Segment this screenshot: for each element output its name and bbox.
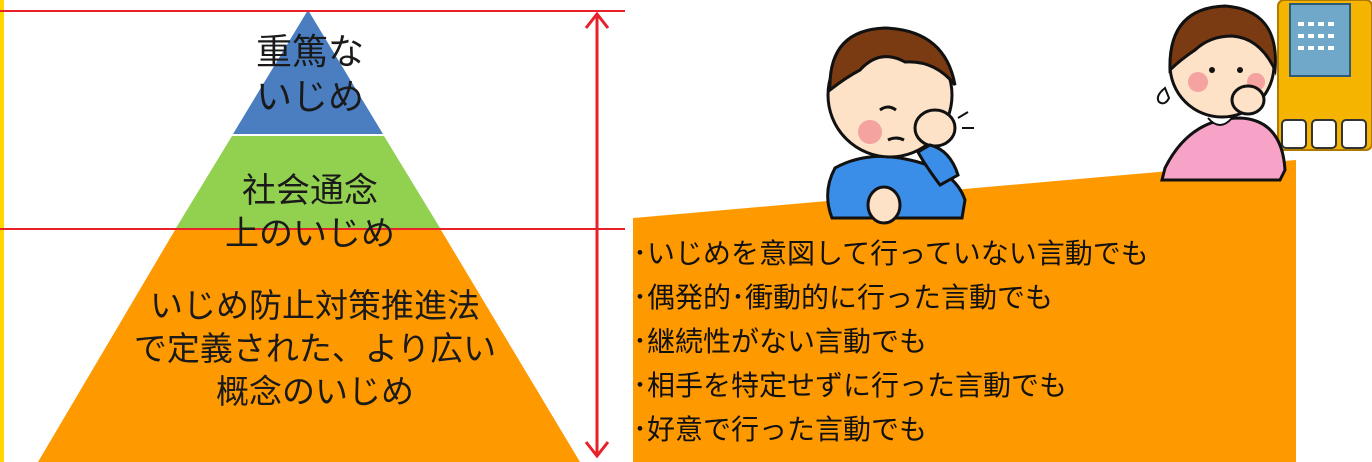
condition-item: ･継続性がない言動でも	[633, 325, 928, 358]
tier-label-legal-definition: いじめ防止対策推進法 で定義された、より広い 概念のいじめ	[70, 285, 560, 414]
conditions-list: ･いじめを意図して行っていない言動でも ･偶発的･衝動的に行った言動でも ･継続…	[633, 232, 1149, 452]
left-frame-edge	[0, 0, 4, 462]
tier-label-severe: 重篤な いじめ	[220, 30, 400, 120]
crying-boy-illustration	[826, 26, 974, 225]
conditions-panel	[633, 160, 1296, 462]
worried-girl-illustration	[1156, 4, 1287, 182]
tier-label-line: 概念のいじめ	[216, 371, 414, 411]
pyramid-tier-middle	[176, 136, 440, 228]
condition-item: ･偶発的･衝動的に行った言動でも	[633, 281, 1054, 314]
condition-item: ･相手を特定せずに行った言動でも	[633, 369, 1068, 402]
condition-item: ･好意で行った言動でも	[633, 413, 928, 446]
tier-label-line: いじめ	[255, 77, 364, 118]
tier-label-line: 上のいじめ	[225, 213, 395, 254]
tier-label-line: 社会通念	[242, 171, 378, 211]
condition-item: ･いじめを意図して行っていない言動でも	[633, 237, 1149, 270]
tier-label-line: 重篤な	[255, 32, 364, 73]
tier-label-line: いじめ防止対策推進法	[150, 286, 480, 325]
pyramid-tier-top	[233, 10, 383, 134]
tier-label-common-sense: 社会通念 上のいじめ	[180, 170, 440, 255]
tier-label-line: で定義された、より広い	[133, 328, 497, 368]
pyramid-tier-bottom	[38, 230, 580, 462]
machine-illustration	[1277, 0, 1372, 151]
range-arrow	[584, 11, 610, 459]
